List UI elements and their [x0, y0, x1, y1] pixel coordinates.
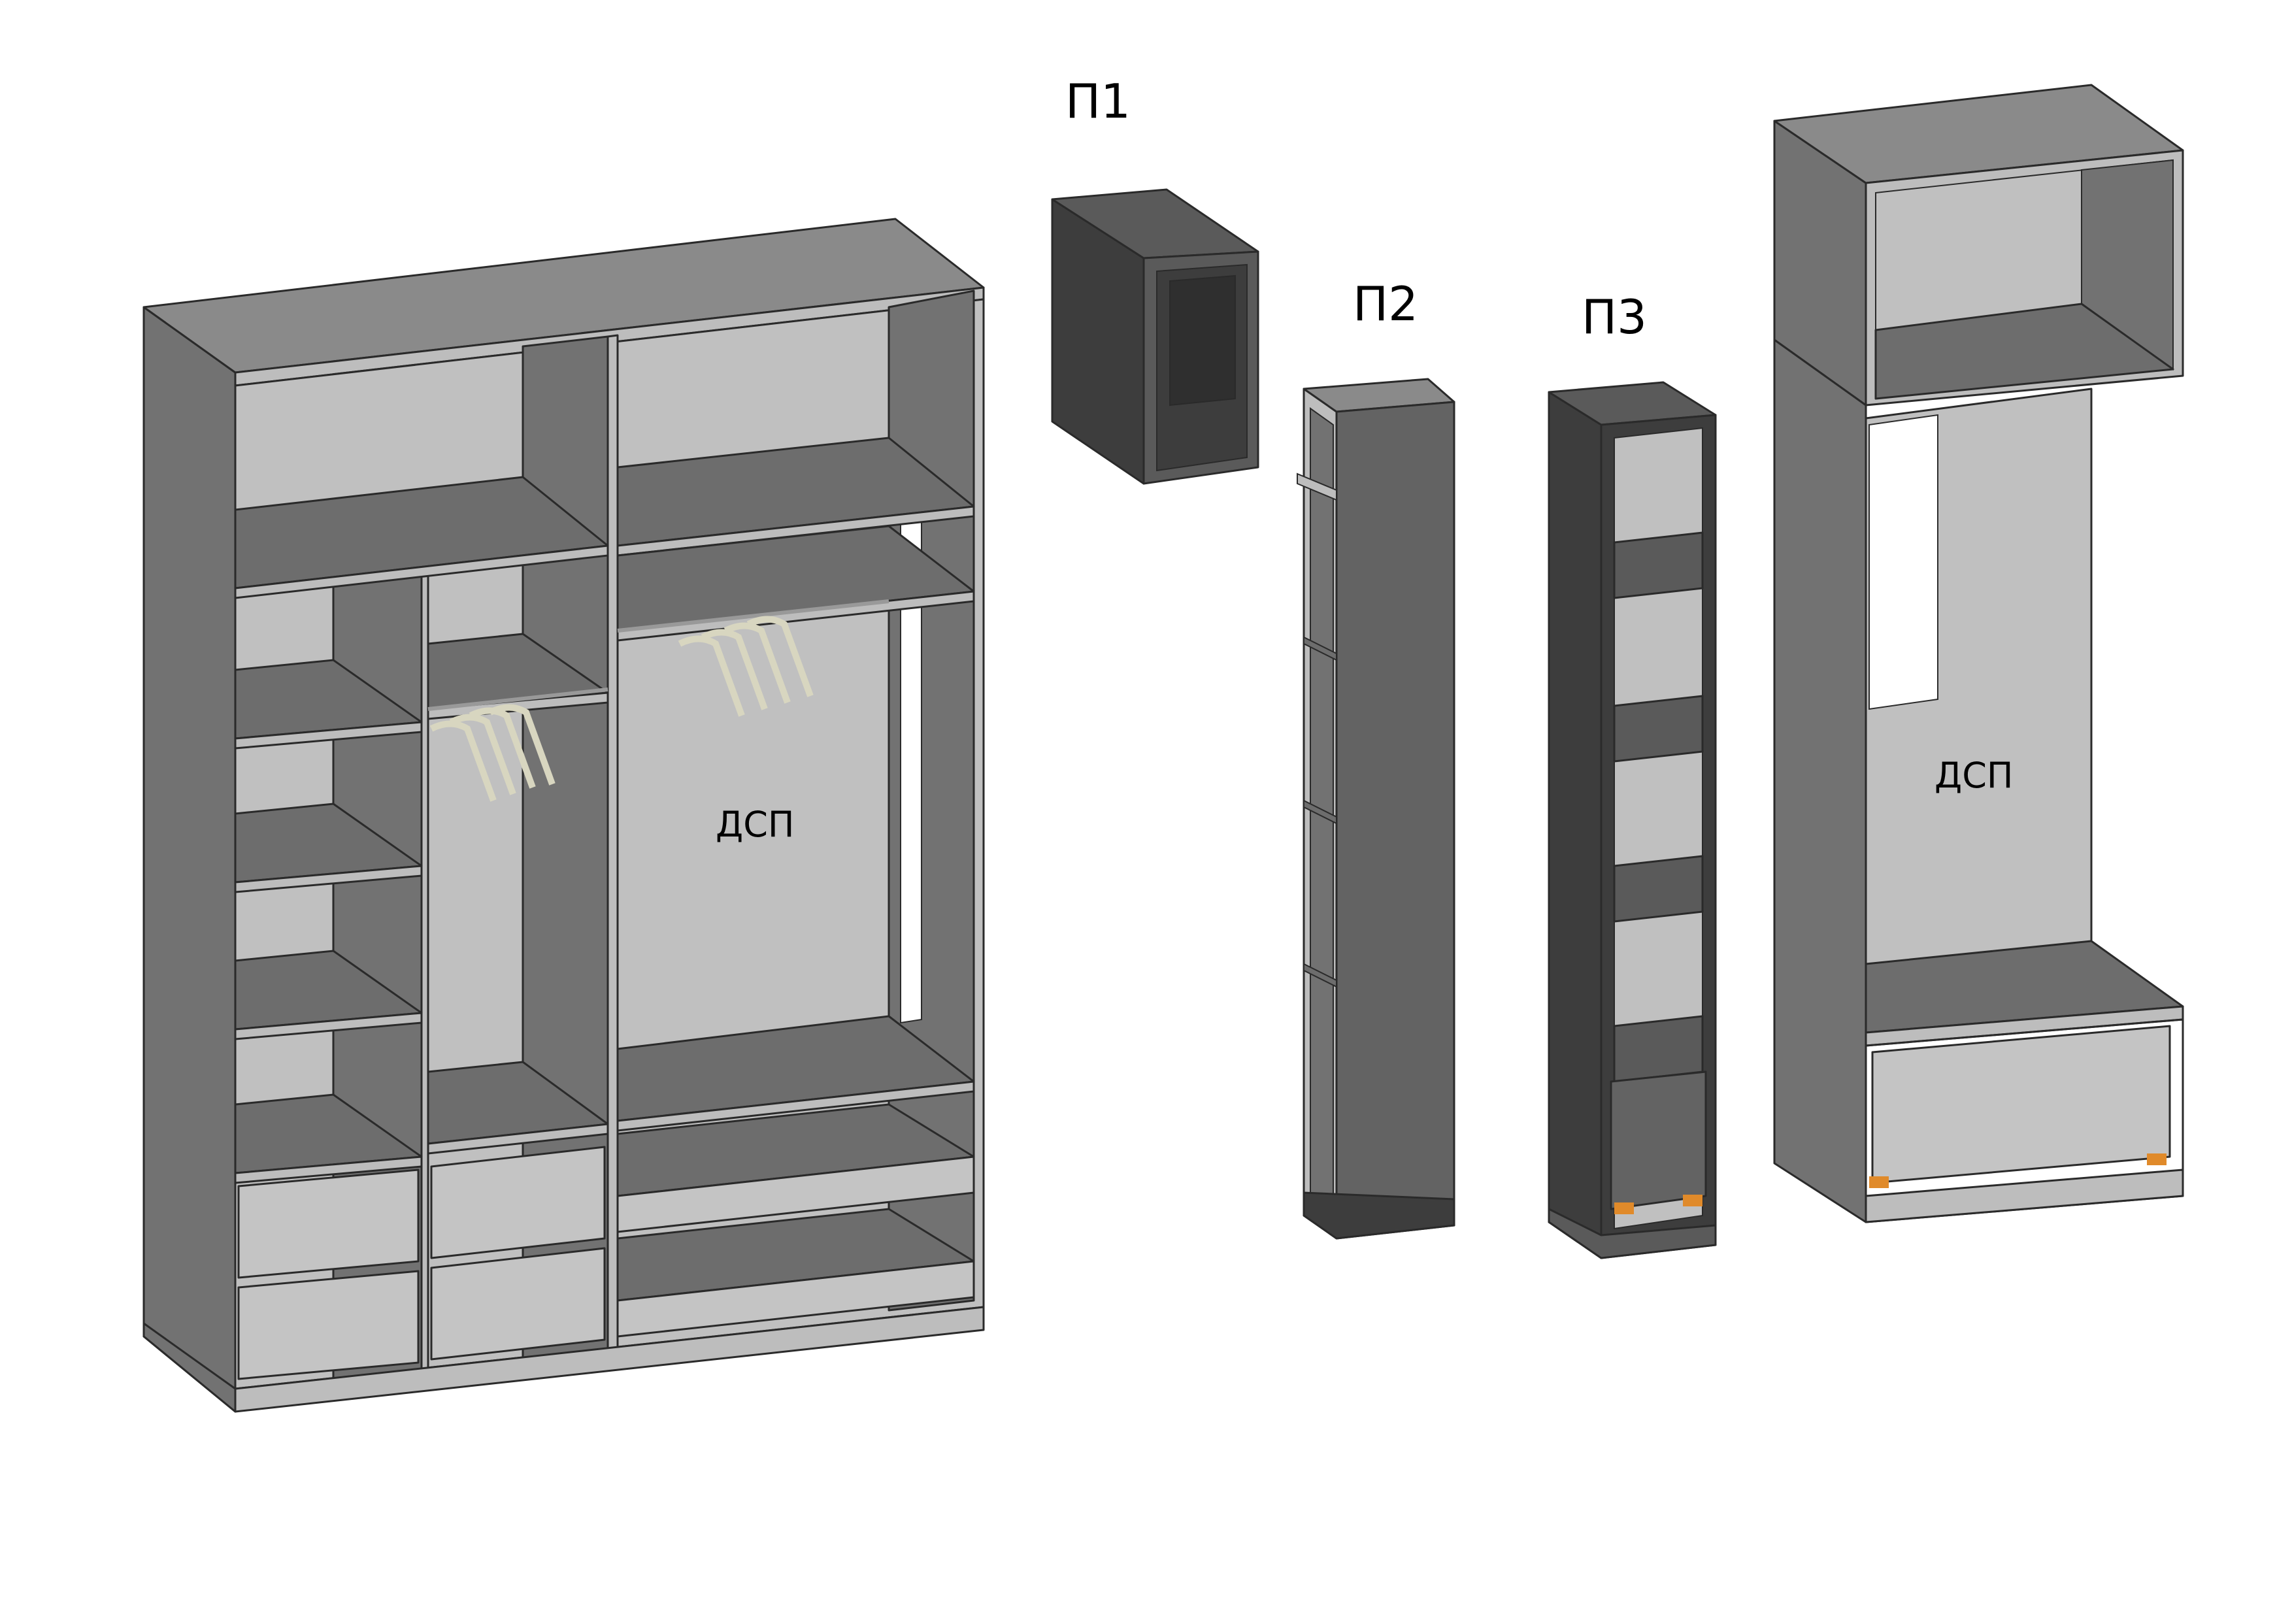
p2-shelf-2 [1303, 799, 1337, 825]
right-bench-drawer [1871, 1025, 2171, 1184]
main-left-shelf-1-edge [234, 721, 423, 750]
main-right-drawer-2-front [616, 1260, 975, 1338]
p3-basket [1610, 1070, 1707, 1210]
main-mid-shelf-2-edge [427, 1123, 609, 1155]
main-plinth-front [234, 1306, 985, 1413]
hangers-right [678, 616, 814, 717]
hanger-icon [488, 704, 556, 786]
material-label-main: ДСП [716, 804, 795, 845]
right-mirror-slot [1868, 414, 1938, 710]
module-p2: П2 [1297, 276, 1455, 1240]
module-p1: П1 [1051, 74, 1259, 485]
main-shelf-top-right-1-edge [616, 505, 975, 557]
right-hardware-right [2147, 1153, 2167, 1165]
hanger-icon [701, 629, 768, 710]
hallway-module: ДСП [1773, 84, 2184, 1223]
main-right-drawer-1-front [616, 1155, 975, 1233]
module-label-p2: П2 [1353, 276, 1418, 331]
hanger-icon [723, 622, 791, 704]
right-upper-bottom [1874, 303, 2174, 400]
main-right-shelf-bottom-edge [616, 1080, 975, 1132]
main-left-side [142, 306, 237, 1413]
module-label-p1: П1 [1065, 74, 1131, 129]
hanger-icon [746, 616, 814, 697]
p3-shelf-3 [1613, 855, 1704, 923]
main-left-drawer-2 [237, 1270, 420, 1380]
p3-shelf-2 [1613, 695, 1704, 763]
p1-inner-back [1169, 274, 1236, 406]
main-left-shelf-2-edge [234, 865, 423, 893]
main-divider-center-edge [606, 334, 619, 1361]
main-right-rail [617, 599, 889, 633]
main-wardrobe: ДСП [142, 218, 985, 1413]
main-shelf-top-left-edge [234, 544, 609, 599]
module-label-p3: П3 [1582, 290, 1647, 344]
main-mid-drawer-1 [430, 1146, 606, 1259]
main-mid-drawer-2 [430, 1247, 606, 1361]
hanger-icon [678, 635, 745, 717]
p3-hardware-left [1614, 1202, 1634, 1214]
main-left-shelf-3-edge [234, 1012, 423, 1040]
p2-front [1335, 401, 1455, 1240]
p3-plinth [1548, 1208, 1717, 1259]
right-plinth [1865, 1168, 2184, 1223]
main-mid-rail [427, 688, 608, 711]
p2-rail [1297, 472, 1337, 501]
p2-shelf-1 [1303, 636, 1337, 661]
right-hardware-left [1869, 1176, 1889, 1188]
main-left-shelf-4-edge [234, 1155, 423, 1184]
module-p3: П3 [1548, 290, 1717, 1259]
p3-shelf-1 [1613, 531, 1704, 599]
right-lower-side [1773, 339, 1867, 1223]
p3-hardware-right [1683, 1195, 1702, 1206]
p2-plinth [1303, 1191, 1455, 1240]
hangers-middle [429, 704, 556, 802]
main-left-drawer-1 [237, 1168, 420, 1279]
p2-shelf-3 [1303, 963, 1337, 988]
material-label-right: ДСП [1935, 755, 2014, 796]
p3-shelf-4 [1613, 1015, 1704, 1083]
p3-side [1548, 391, 1603, 1259]
